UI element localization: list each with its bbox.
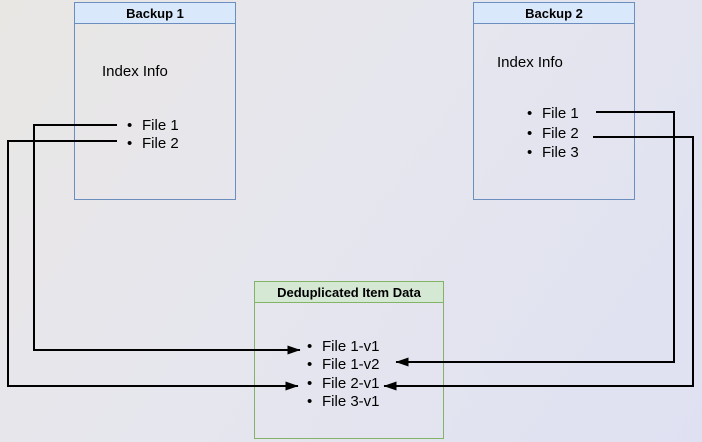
dedup-title: Deduplicated Item Data <box>255 282 443 303</box>
backup1-body: Index Info File 1 File 2 <box>75 24 235 199</box>
list-item-file2: File 2 <box>527 124 579 144</box>
backup1-title: Backup 1 <box>75 3 235 24</box>
list-item-file1: File 1 <box>127 117 179 135</box>
list-item-file1-v1: File 1-v1 <box>307 338 380 357</box>
backup1-file-list: File 1 File 2 <box>127 117 179 153</box>
dedup-box: Deduplicated Item Data File 1-v1 File 1-… <box>254 281 444 439</box>
backup1-index-info-label: Index Info <box>102 63 168 80</box>
list-item-file3-v1: File 3-v1 <box>307 393 380 412</box>
dedup-body: File 1-v1 File 1-v2 File 2-v1 File 3-v1 <box>255 303 443 438</box>
backup2-body: Index Info File 1 File 2 File 3 <box>474 24 634 199</box>
list-item-file2-v1: File 2-v1 <box>307 375 380 394</box>
backup2-index-info-label: Index Info <box>497 54 563 71</box>
dedup-file-list: File 1-v1 File 1-v2 File 2-v1 File 3-v1 <box>307 338 380 411</box>
backup2-box: Backup 2 Index Info File 1 File 2 File 3 <box>473 2 635 200</box>
backup2-title: Backup 2 <box>474 3 634 24</box>
list-item-file1: File 1 <box>527 104 579 124</box>
backup1-box: Backup 1 Index Info File 1 File 2 <box>74 2 236 200</box>
list-item-file1-v2: File 1-v2 <box>307 356 380 375</box>
list-item-file2: File 2 <box>127 135 179 153</box>
list-item-file3: File 3 <box>527 143 579 163</box>
backup2-file-list: File 1 File 2 File 3 <box>527 104 579 163</box>
